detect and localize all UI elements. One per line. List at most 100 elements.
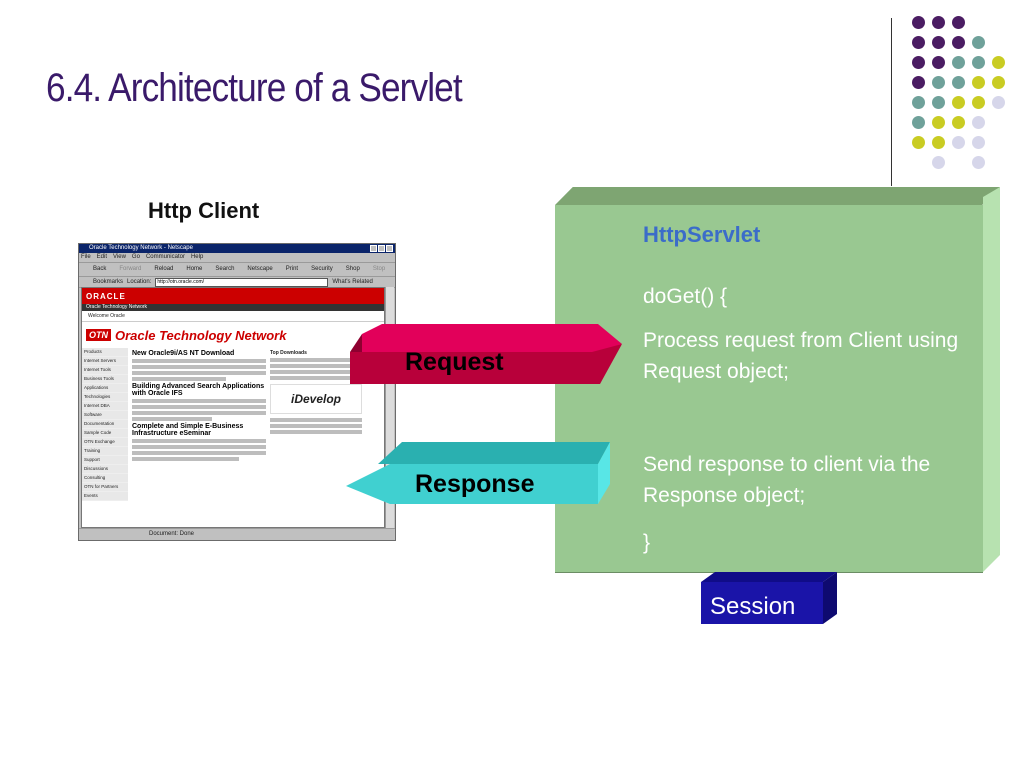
text-placeholder xyxy=(132,399,266,403)
decor-dot xyxy=(932,116,945,129)
url-field: http://otn.oracle.com/ xyxy=(155,277,329,287)
otn-name: Oracle Technology Network xyxy=(115,327,287,343)
text-placeholder xyxy=(270,430,362,434)
servlet-line-doget: doGet() { xyxy=(643,285,728,308)
text-placeholder xyxy=(132,405,266,409)
toolbar-security: Security xyxy=(311,266,333,272)
response-arrow-front xyxy=(346,464,598,504)
page-nav-item: Sample Code xyxy=(82,429,128,438)
page-nav-item: Support xyxy=(82,456,128,465)
title-divider-line xyxy=(891,18,892,186)
decor-dot xyxy=(972,96,985,109)
toolbar-shop: Shop xyxy=(345,266,360,272)
browser-scrollbar xyxy=(385,287,394,528)
browser-menu-bar: File Edit View Go Communicator Help xyxy=(79,253,395,263)
page-headline: New Oracle9i/AS NT Download xyxy=(132,350,235,357)
decor-dot xyxy=(952,36,965,49)
page-nav-item: Documentation xyxy=(82,420,128,429)
decor-dot xyxy=(932,16,945,29)
page-welcome: Welcome Oracle xyxy=(82,311,384,322)
toolbar-search: Search xyxy=(215,266,235,272)
request-arrow xyxy=(350,324,622,384)
decor-dot xyxy=(972,116,985,129)
decor-dot xyxy=(912,56,925,69)
decor-dot xyxy=(992,56,1005,69)
menu-communicator: Communicator xyxy=(145,254,185,260)
menu-help: Help xyxy=(190,254,204,260)
decor-dot xyxy=(952,56,965,69)
toolbar-netscape: Netscape xyxy=(247,266,273,272)
page-nav-item: Software xyxy=(82,411,128,420)
text-placeholder xyxy=(132,371,266,375)
page-nav-item: Consulting xyxy=(82,474,128,483)
servlet-line-response: Send response to client via the Response… xyxy=(643,453,931,507)
page-otn-banner: OTN Oracle Technology Network xyxy=(82,322,384,348)
response-arrow-side xyxy=(598,442,610,504)
browser-page-content: ORACLE Oracle Technology Network Welcome… xyxy=(81,287,385,528)
text-placeholder xyxy=(132,439,266,443)
page-nav-item: Applications xyxy=(82,384,128,393)
page-subtitle: Oracle Technology Network xyxy=(82,304,384,311)
page-body: Products Internet Servers Internet Tools… xyxy=(82,348,384,501)
session-box xyxy=(701,572,837,624)
response-arrow xyxy=(346,442,610,504)
page-nav-item: Training xyxy=(82,447,128,456)
decor-dot xyxy=(952,76,965,89)
servlet-box-side-face xyxy=(983,187,1000,572)
menu-edit: Edit xyxy=(96,254,108,260)
menu-file: File xyxy=(81,254,91,260)
servlet-line-request: Process request from Client using Reques… xyxy=(643,329,959,383)
page-main-column: New Oracle9i/AS NT Download Building Adv… xyxy=(128,348,266,501)
request-label: Request xyxy=(405,348,504,376)
page-brand: ORACLE xyxy=(86,291,126,301)
session-box-side xyxy=(823,572,837,624)
window-controls xyxy=(370,245,393,252)
toolbar-forward: Forward xyxy=(119,266,142,272)
page-nav: Products Internet Servers Internet Tools… xyxy=(82,348,128,501)
http-client-label: Http Client xyxy=(148,198,260,223)
location-label: Location: xyxy=(127,279,152,285)
text-placeholder xyxy=(132,451,266,455)
page-nav-item: OTN for Partners xyxy=(82,483,128,492)
session-label: Session xyxy=(710,593,796,620)
decor-dot xyxy=(972,56,985,69)
decor-dot xyxy=(912,36,925,49)
text-placeholder xyxy=(270,418,362,422)
page-nav-item: Products xyxy=(82,348,128,357)
decor-dot xyxy=(972,136,985,149)
decor-dot xyxy=(972,76,985,89)
text-placeholder xyxy=(270,364,362,368)
decor-dot xyxy=(932,56,945,69)
text-placeholder xyxy=(270,370,362,374)
text-placeholder xyxy=(270,424,362,428)
text-placeholder xyxy=(132,377,226,381)
servlet-box xyxy=(555,205,983,572)
decor-dot xyxy=(932,76,945,89)
maximize-icon xyxy=(378,245,385,252)
response-label: Response xyxy=(415,470,535,498)
decor-dot xyxy=(972,156,985,169)
text-placeholder xyxy=(270,358,362,362)
page-nav-item: Internet Servers xyxy=(82,357,128,366)
browser-status-bar: Document: Done xyxy=(79,528,395,540)
page-nav-item: Events xyxy=(82,492,128,501)
page-nav-item: Discussions xyxy=(82,465,128,474)
text-placeholder xyxy=(270,376,362,380)
text-placeholder xyxy=(132,411,266,415)
menu-view: View xyxy=(113,254,126,260)
toolbar-stop: Stop xyxy=(372,266,386,272)
text-placeholder xyxy=(132,445,266,449)
decor-dot xyxy=(912,16,925,29)
decor-dot xyxy=(952,116,965,129)
page-brand-bar: ORACLE xyxy=(82,288,384,304)
toolbar-home: Home xyxy=(186,266,203,272)
request-arrow-top xyxy=(362,324,622,352)
page-headline: Building Advanced Search Applications wi… xyxy=(132,383,265,397)
decor-dot xyxy=(972,36,985,49)
menu-go: Go xyxy=(131,254,140,260)
decor-dot xyxy=(932,36,945,49)
page-nav-item: Business Tools xyxy=(82,375,128,384)
idevelop-promo: iDevelop xyxy=(270,384,362,414)
status-text: Document: Done xyxy=(149,531,195,537)
decor-dot xyxy=(992,96,1005,109)
